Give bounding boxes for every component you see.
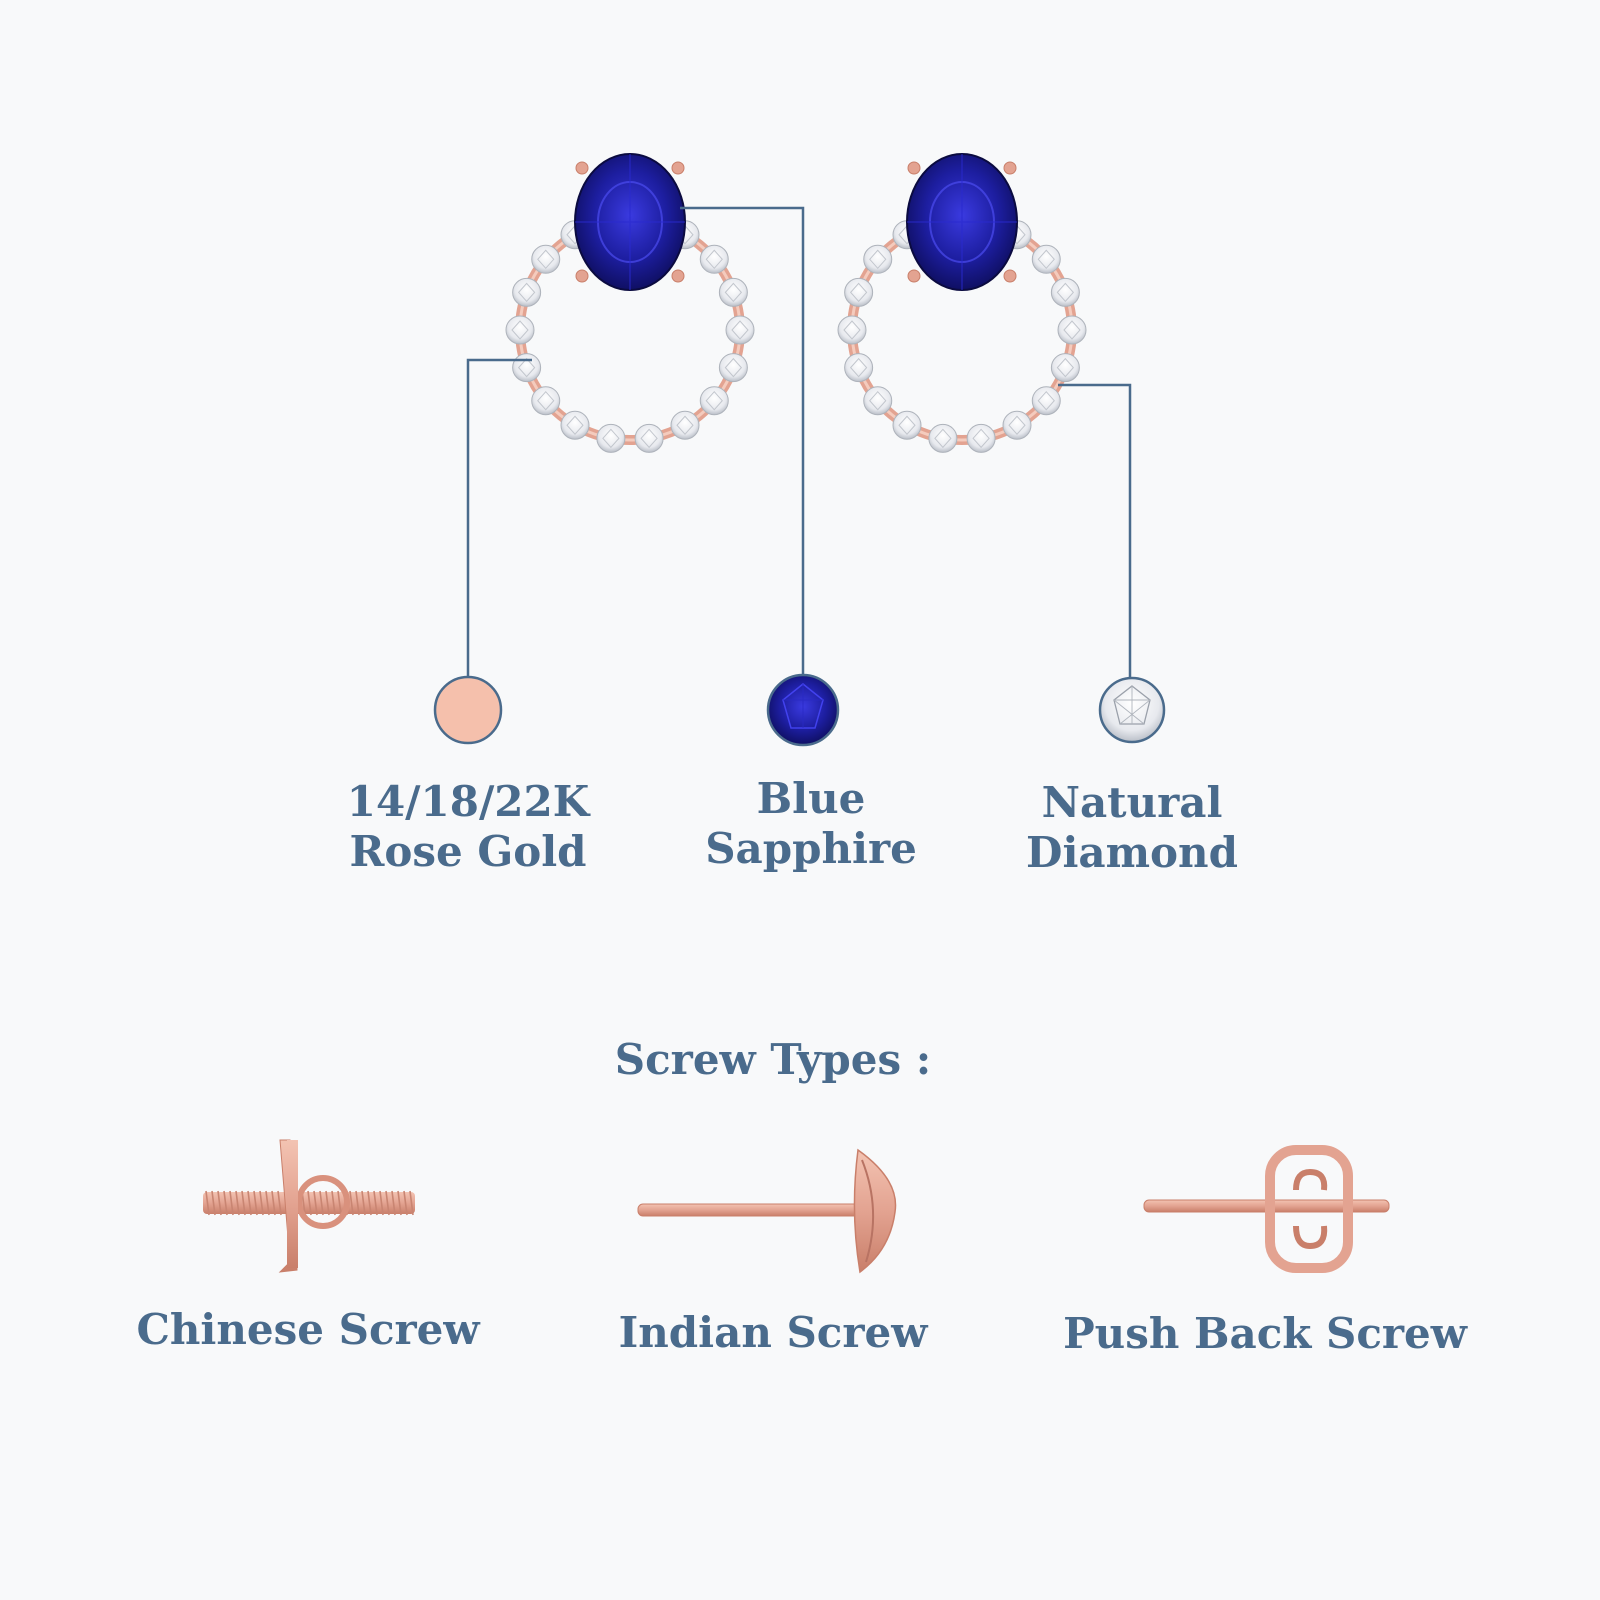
rose-gold-leader-line (466, 358, 532, 678)
ring-diamond (928, 423, 958, 453)
ring-diamond (837, 315, 867, 345)
ring-diamond (531, 386, 561, 416)
ring-diamond (863, 244, 893, 274)
screw-types-title: Screw Types : (614, 1035, 932, 1084)
ring-diamond (1057, 315, 1087, 345)
ring-diamond (1050, 277, 1080, 307)
sapphire-label-line2: Sapphire (705, 824, 917, 873)
ring-diamond (1031, 386, 1061, 416)
ring-diamond (844, 277, 874, 307)
ring-diamond (1002, 410, 1032, 440)
diamond-label-line1: Natural (1041, 778, 1223, 827)
ring-diamond (531, 244, 561, 274)
ring-diamond (512, 353, 542, 383)
ring-diamond (718, 353, 748, 383)
indian-screw-icon (637, 1148, 897, 1274)
ring-diamond (560, 410, 590, 440)
ring-diamond (505, 315, 535, 345)
push-back-screw-label: Push Back Screw (1063, 1309, 1467, 1358)
sapphire-label-line1: Blue (756, 774, 866, 823)
diamond-leader-line (1058, 383, 1132, 680)
sapphire-stone (574, 153, 686, 291)
ring-diamond (670, 410, 700, 440)
diamond-label: Natural Diamond (972, 778, 1292, 878)
ring-diamond (725, 315, 755, 345)
sapphire-stone (906, 153, 1018, 291)
rose-gold-label: 14/18/22K Rose Gold (308, 777, 628, 877)
indian-screw-label: Indian Screw (618, 1308, 928, 1357)
ring-diamond (699, 244, 729, 274)
chinese-screw-icon (203, 1139, 415, 1273)
ring-diamond (596, 423, 626, 453)
ring-diamond (1031, 244, 1061, 274)
sapphire-label: Blue Sapphire (651, 774, 971, 874)
diamond-label-line2: Diamond (1026, 828, 1238, 877)
rose-gold-label-line1: 14/18/22K (346, 777, 590, 826)
sapphire-leader-line (680, 206, 805, 678)
ring-diamond (863, 386, 893, 416)
chinese-screw-label: Chinese Screw (136, 1305, 480, 1354)
rose-gold-label-line2: Rose Gold (349, 827, 587, 876)
ring-diamond (699, 386, 729, 416)
diamond-swatch (1098, 676, 1166, 744)
earring-right (837, 153, 1087, 453)
ring-diamond (634, 423, 664, 453)
ring-diamond (718, 277, 748, 307)
ring-diamond (1050, 353, 1080, 383)
ring-diamond (966, 423, 996, 453)
rose-gold-swatch (433, 675, 503, 745)
ring-diamond (512, 277, 542, 307)
push-back-screw-icon (1143, 1145, 1390, 1273)
ring-diamond (844, 353, 874, 383)
sapphire-swatch (766, 673, 840, 747)
ring-diamond (892, 410, 922, 440)
earring-left (505, 153, 755, 453)
